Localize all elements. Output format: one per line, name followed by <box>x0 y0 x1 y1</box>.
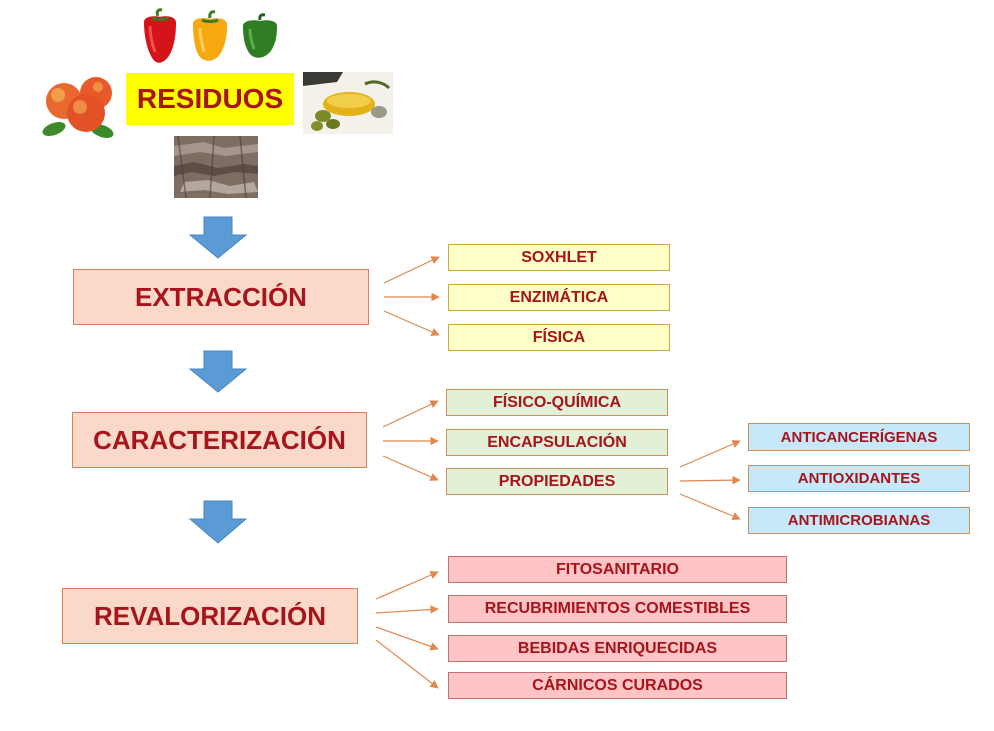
stage-revalorizacion: REVALORIZACIÓN <box>62 588 358 644</box>
down-arrow-2 <box>188 350 248 393</box>
property-antioxidantes: ANTIOXIDANTES <box>748 465 970 492</box>
connector-propiedades-antimicrobianas <box>679 493 741 520</box>
item-fisico-quimica: FÍSICO-QUÍMICA <box>446 389 668 416</box>
use-bebidas-enriquecidas: BEBIDAS ENRIQUECIDAS <box>448 635 787 662</box>
method-fisica: FÍSICA <box>448 324 670 351</box>
connector-revalorizacion-recubrimientos <box>375 605 439 614</box>
connector-revalorizacion-bebidas <box>375 626 439 651</box>
connector-extraccion-soxhlet <box>383 256 440 284</box>
property-anticancerigenas: ANTICANCERÍGENAS <box>748 423 970 451</box>
connector-propiedades-antioxidantes <box>679 475 741 485</box>
item-propiedades: PROPIEDADES <box>446 468 668 495</box>
olive-oil-image <box>303 72 393 134</box>
connector-extraccion-fisica <box>383 310 440 336</box>
use-recubrimientos-comestibles: RECUBRIMIENTOS COMESTIBLES <box>448 595 787 623</box>
peaches-image <box>42 77 114 138</box>
method-enzimatica: ENZIMÁTICA <box>448 284 670 311</box>
connector-revalorizacion-fitosanitario <box>375 571 439 600</box>
pine-bark-image <box>174 136 258 198</box>
property-antimicrobianas: ANTIMICROBIANAS <box>748 507 970 534</box>
stage-caracterizacion: CARACTERIZACIÓN <box>72 412 367 468</box>
item-encapsulacion: ENCAPSULACIÓN <box>446 429 668 456</box>
down-arrow-1 <box>188 216 248 259</box>
down-arrow-3 <box>188 500 248 544</box>
stage-extraccion: EXTRACCIÓN <box>73 269 369 325</box>
connector-propiedades-anticancerigenas <box>679 440 741 468</box>
red-pepper-image <box>144 8 177 63</box>
use-carnicos-curados: CÁRNICOS CURADOS <box>448 672 787 699</box>
connector-caracterizacion-fisicoquimica <box>382 400 439 428</box>
residuos-label: RESIDUOS <box>126 73 294 125</box>
connector-caracterizacion-propiedades <box>382 455 439 481</box>
method-soxhlet: SOXHLET <box>448 244 670 271</box>
connector-revalorizacion-carnicos <box>375 639 439 689</box>
use-fitosanitario: FITOSANITARIO <box>448 556 787 583</box>
green-pepper-image <box>243 13 278 58</box>
yellow-pepper-image <box>193 10 228 61</box>
